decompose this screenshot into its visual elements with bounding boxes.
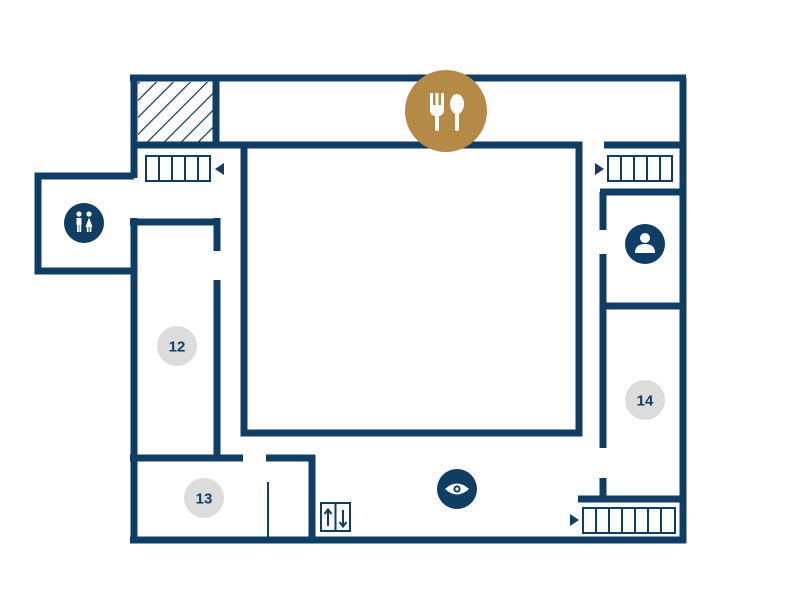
stairs-arrow-right bbox=[570, 514, 579, 526]
room-12-walls bbox=[130, 218, 243, 462]
right-wing-walls bbox=[578, 188, 686, 503]
stairs-arrow-right bbox=[595, 163, 604, 175]
room-12-label: 12 bbox=[169, 339, 186, 356]
stairs-bottom-right bbox=[570, 507, 676, 534]
room-14-badge[interactable]: 14 bbox=[625, 380, 665, 420]
stairs-arrow-left bbox=[215, 163, 224, 175]
person-icon[interactable] bbox=[625, 224, 665, 264]
room-12-badge[interactable]: 12 bbox=[157, 326, 197, 366]
restaurant-icon[interactable] bbox=[405, 70, 487, 152]
room-13-badge[interactable]: 13 bbox=[184, 478, 224, 518]
restroom-annex bbox=[34, 172, 134, 275]
hatched-service-area bbox=[138, 78, 220, 145]
room-14-label: 14 bbox=[637, 393, 654, 410]
viewpoint-icon[interactable] bbox=[437, 469, 477, 509]
elevator-icon[interactable] bbox=[320, 502, 351, 532]
room-13-walls bbox=[266, 454, 316, 543]
stairs-top-right bbox=[595, 155, 673, 182]
room-13-label: 13 bbox=[196, 491, 213, 508]
stairs-top-left bbox=[145, 155, 224, 182]
restroom-icon[interactable] bbox=[64, 203, 104, 243]
central-hall bbox=[240, 141, 583, 437]
